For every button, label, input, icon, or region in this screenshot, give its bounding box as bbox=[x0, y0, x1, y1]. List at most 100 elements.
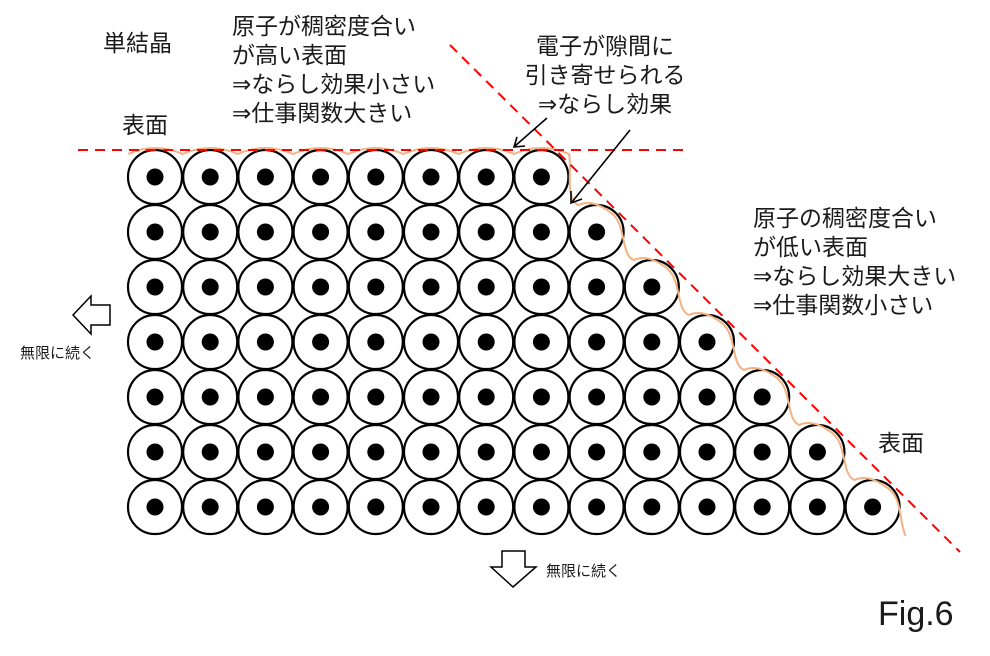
nucleus bbox=[146, 388, 164, 406]
nucleus bbox=[146, 333, 164, 351]
electron-line-1: 電子が隙間に bbox=[536, 34, 674, 60]
dense-line-1: 原子が稠密度合い bbox=[232, 14, 416, 40]
nucleus bbox=[643, 443, 661, 461]
nucleus bbox=[312, 443, 330, 461]
dense-line-2: が高い表面 bbox=[232, 43, 347, 69]
nucleus bbox=[201, 333, 219, 351]
nucleus bbox=[532, 443, 550, 461]
electron-cloud-curve bbox=[127, 147, 907, 537]
nucleus bbox=[753, 443, 771, 461]
nucleus bbox=[422, 333, 440, 351]
nucleus bbox=[201, 223, 219, 241]
nucleus bbox=[643, 278, 661, 296]
nucleus bbox=[698, 443, 716, 461]
infinite-down-label: 無限に続く bbox=[546, 562, 622, 580]
nucleus bbox=[146, 498, 164, 516]
nucleus bbox=[532, 168, 550, 186]
nucleus bbox=[643, 333, 661, 351]
nucleus bbox=[146, 168, 164, 186]
nucleus bbox=[422, 388, 440, 406]
nucleus bbox=[477, 443, 495, 461]
nucleus bbox=[312, 498, 330, 516]
nucleus bbox=[588, 278, 606, 296]
pointer-arrow-top bbox=[512, 117, 548, 148]
nucleus bbox=[698, 333, 716, 351]
nucleus bbox=[477, 333, 495, 351]
nucleus bbox=[698, 388, 716, 406]
top-surface-label: 表面 bbox=[122, 113, 168, 139]
nucleus bbox=[312, 388, 330, 406]
pointer-arrow-diag bbox=[570, 129, 631, 205]
sparse-line-3: ⇒ならし効果大きい bbox=[753, 264, 957, 290]
nucleus bbox=[532, 223, 550, 241]
nucleus bbox=[256, 168, 274, 186]
nucleus bbox=[588, 498, 606, 516]
nucleus bbox=[422, 443, 440, 461]
nucleus bbox=[256, 443, 274, 461]
nucleus bbox=[422, 498, 440, 516]
nucleus bbox=[422, 168, 440, 186]
electron-line-2: 引き寄せられる bbox=[524, 63, 686, 89]
nucleus bbox=[256, 278, 274, 296]
nucleus bbox=[367, 168, 385, 186]
nucleus bbox=[477, 388, 495, 406]
atom-lattice bbox=[126, 148, 901, 536]
nucleus bbox=[201, 168, 219, 186]
nucleus bbox=[312, 333, 330, 351]
nucleus bbox=[643, 498, 661, 516]
nucleus bbox=[422, 278, 440, 296]
nucleus bbox=[532, 278, 550, 296]
sparse-line-1: 原子の稠密度合い bbox=[753, 206, 937, 232]
nucleus bbox=[422, 223, 440, 241]
nucleus bbox=[588, 223, 606, 241]
nucleus bbox=[256, 333, 274, 351]
nucleus bbox=[367, 388, 385, 406]
electron-line-3: ⇒ならし効果 bbox=[537, 92, 673, 118]
nucleus bbox=[367, 223, 385, 241]
nucleus bbox=[753, 388, 771, 406]
nucleus bbox=[864, 498, 882, 516]
diagonal-surface-label: 表面 bbox=[878, 431, 924, 457]
sparse-line-4: ⇒仕事関数小さい bbox=[753, 293, 934, 319]
nucleus bbox=[698, 498, 716, 516]
electron-note: 電子が隙間に 引き寄せられる ⇒ならし効果 bbox=[515, 33, 695, 120]
nucleus bbox=[477, 498, 495, 516]
nucleus bbox=[256, 498, 274, 516]
nucleus bbox=[312, 168, 330, 186]
single-crystal-label: 単結晶 bbox=[103, 31, 172, 57]
nucleus bbox=[146, 443, 164, 461]
figure-caption: Fig.6 bbox=[878, 595, 954, 633]
nucleus bbox=[643, 388, 661, 406]
nucleus bbox=[146, 278, 164, 296]
nucleus bbox=[753, 498, 771, 516]
nucleus bbox=[256, 388, 274, 406]
nucleus bbox=[201, 443, 219, 461]
dense-line-4: ⇒仕事関数大きい bbox=[232, 101, 413, 127]
nucleus bbox=[367, 498, 385, 516]
nucleus bbox=[312, 223, 330, 241]
nucleus bbox=[367, 443, 385, 461]
nucleus bbox=[201, 388, 219, 406]
infinite-left-label: 無限に続く bbox=[20, 344, 96, 362]
hollow-left-arrow-icon bbox=[71, 294, 111, 336]
nucleus bbox=[477, 278, 495, 296]
nucleus bbox=[201, 498, 219, 516]
nucleus bbox=[532, 333, 550, 351]
nucleus bbox=[477, 223, 495, 241]
nucleus bbox=[367, 333, 385, 351]
nucleus bbox=[477, 168, 495, 186]
nucleus bbox=[808, 498, 826, 516]
dense-line-3: ⇒ならし効果小さい bbox=[232, 72, 436, 98]
dense-surface-note: 原子が稠密度合い が高い表面 ⇒ならし効果小さい ⇒仕事関数大きい bbox=[232, 13, 435, 129]
nucleus bbox=[588, 388, 606, 406]
nucleus bbox=[588, 333, 606, 351]
nucleus bbox=[312, 278, 330, 296]
sparse-surface-note: 原子の稠密度合い が低い表面 ⇒ならし効果大きい ⇒仕事関数小さい bbox=[753, 205, 956, 321]
nucleus bbox=[588, 443, 606, 461]
hollow-down-arrow-icon bbox=[489, 550, 539, 589]
nucleus bbox=[146, 223, 164, 241]
sparse-line-2: が低い表面 bbox=[753, 235, 868, 261]
nucleus bbox=[532, 498, 550, 516]
nucleus bbox=[532, 388, 550, 406]
